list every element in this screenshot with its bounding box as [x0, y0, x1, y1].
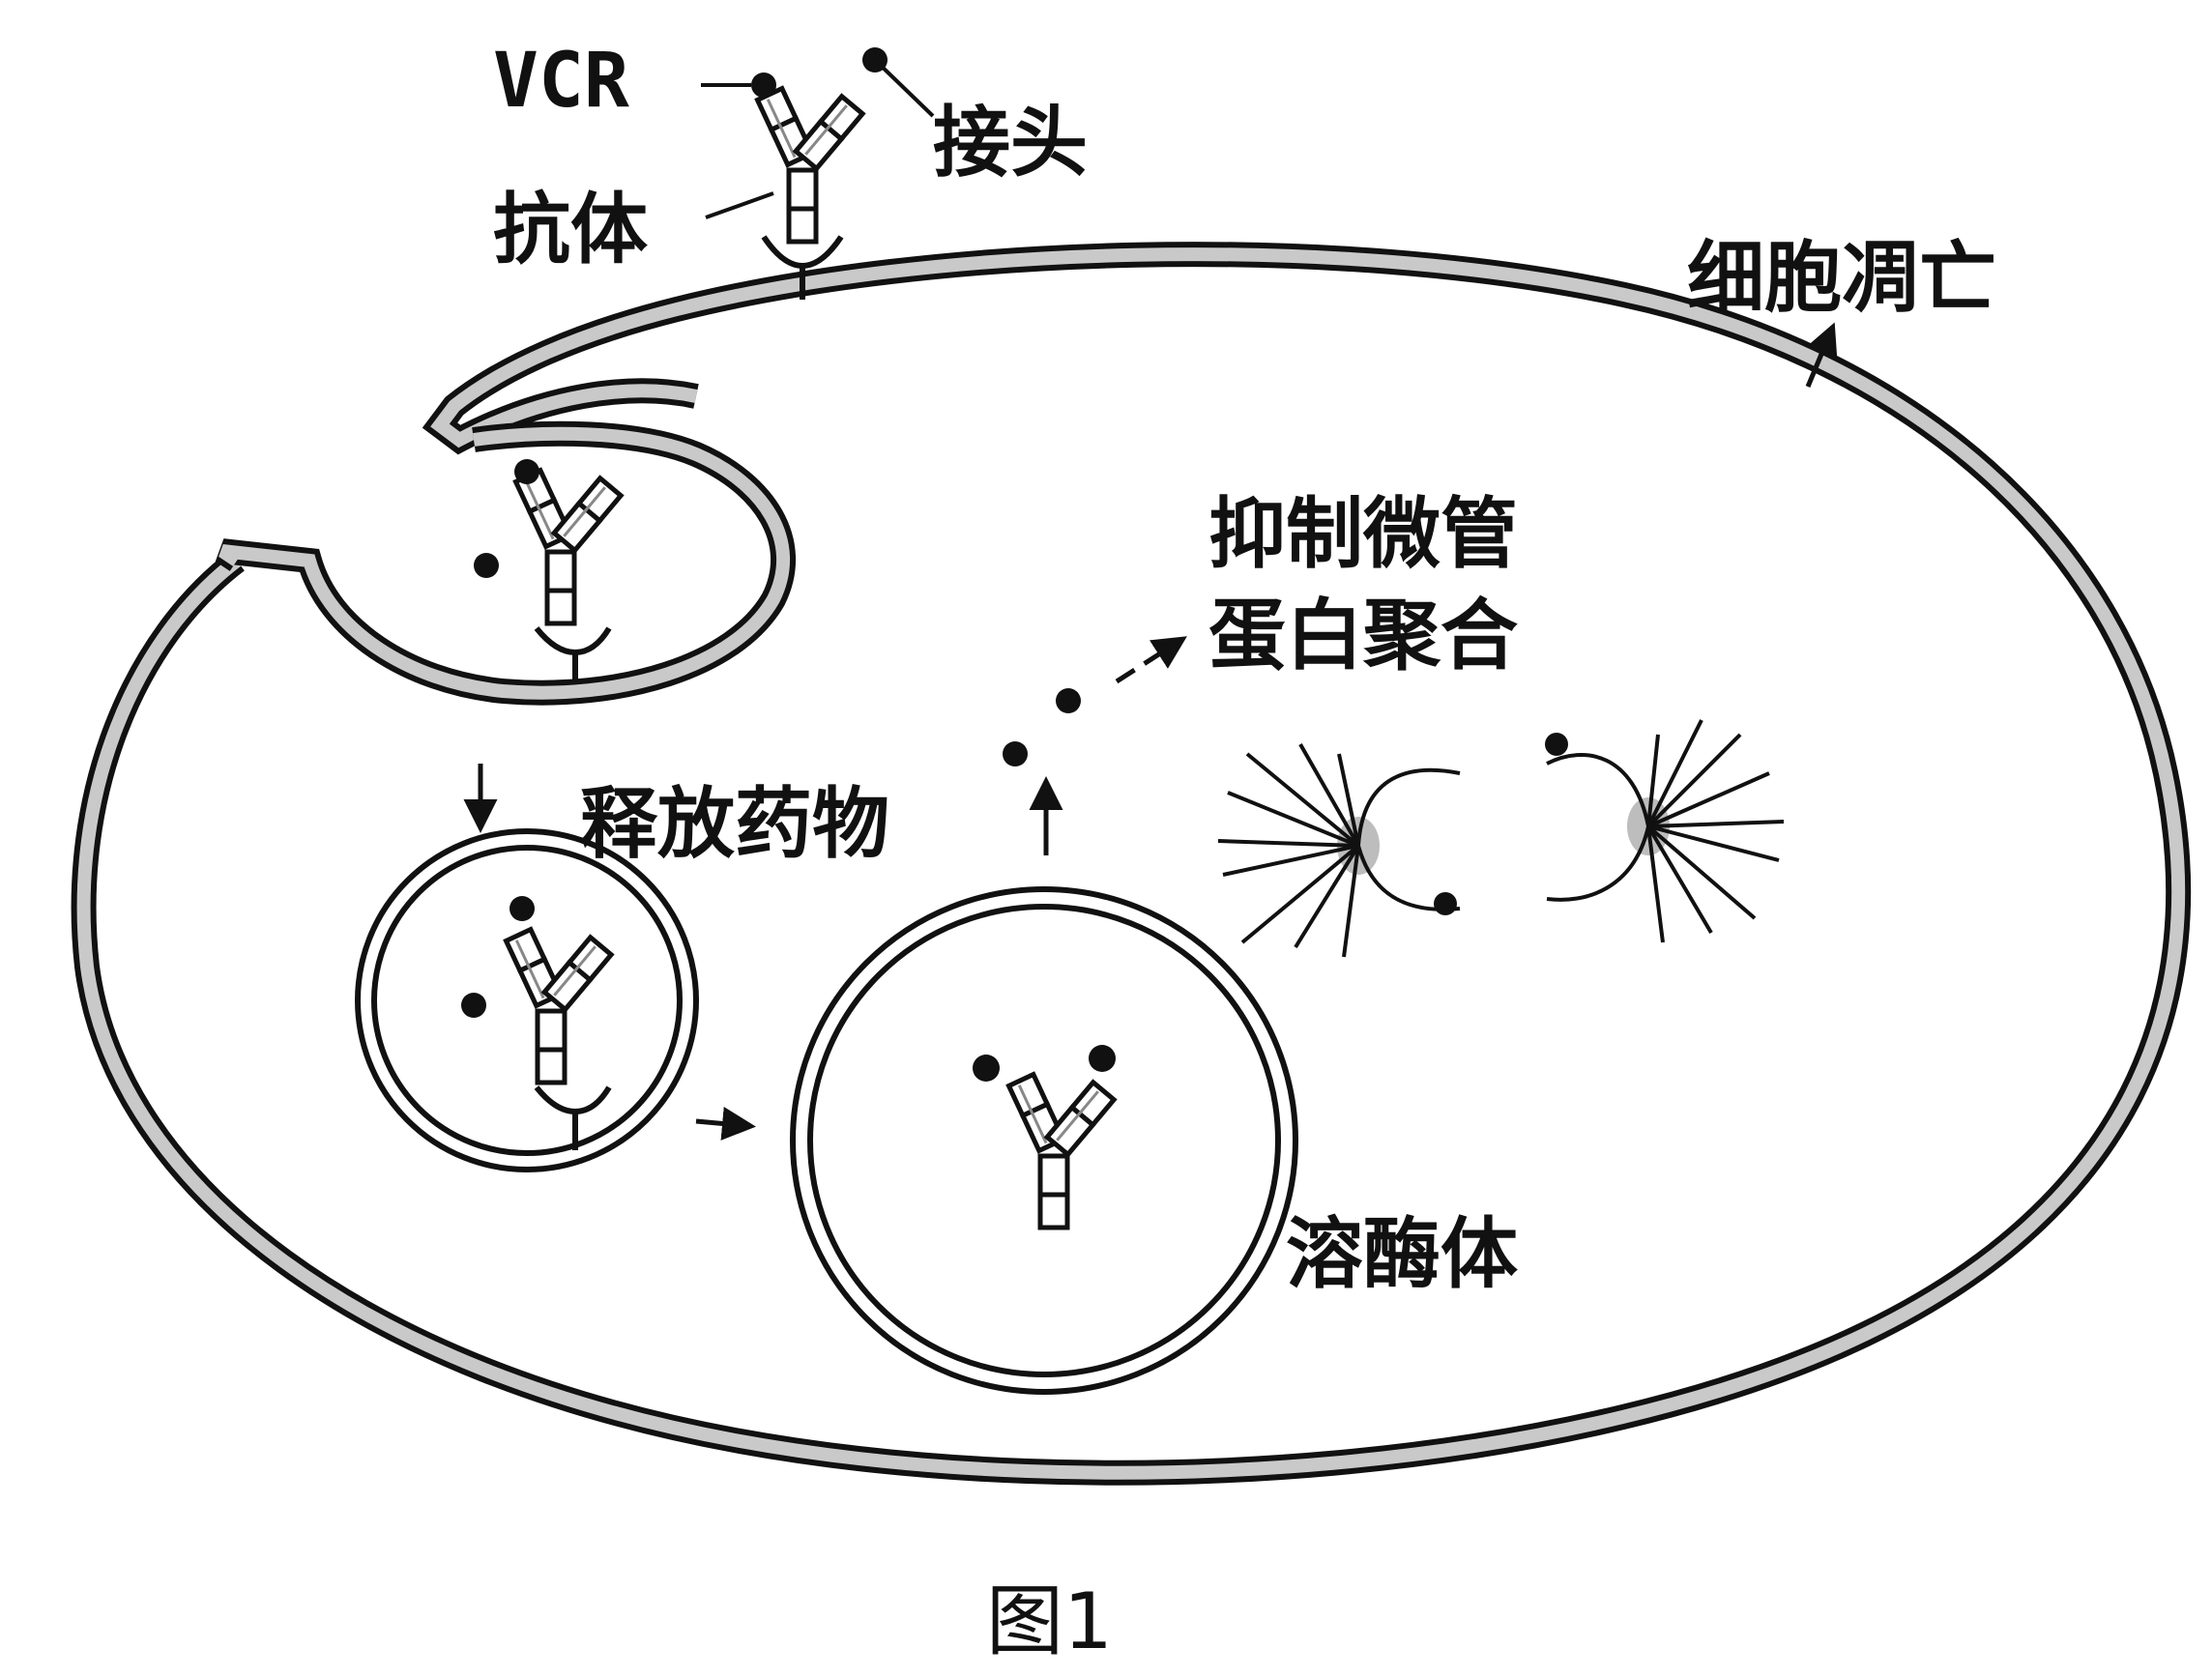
drug-dot: [1056, 688, 1081, 713]
label-inhibit-line2: 蛋白聚合: [1208, 591, 1518, 680]
drug-dot: [474, 553, 499, 578]
endosome-vesicle: [355, 828, 699, 1172]
drug-dot: [1003, 741, 1028, 766]
label-vcr: VCR: [493, 38, 629, 125]
flow-arrows: [463, 322, 1838, 1141]
label-antibody: 抗体: [493, 185, 648, 275]
drug-dot: [461, 993, 486, 1018]
endocytosis-pocket: [215, 420, 796, 706]
released-drug: [1003, 688, 1081, 766]
arrow-endosome-to-lysosome: [695, 1107, 756, 1141]
drug-dot: [509, 896, 535, 921]
cell-membrane: [71, 242, 2192, 1486]
drug-dot: [1089, 1045, 1116, 1072]
label-lysosome: 溶酶体: [1286, 1209, 1518, 1299]
lysosome: [790, 886, 1298, 1395]
arrow-inhibit: [1115, 636, 1187, 684]
label-release-drug: 释放药物: [580, 779, 889, 869]
pocket-adc: [474, 459, 621, 681]
figure-caption: 图1: [986, 1576, 1113, 1666]
surface-adc: [751, 47, 888, 300]
label-linker: 接头: [933, 98, 1088, 188]
leader-lines: [701, 58, 935, 219]
mitotic-spindle: [1217, 719, 1785, 958]
drug-dot: [751, 72, 776, 98]
arrow-apoptosis: [1805, 322, 1838, 388]
drug-dot: [973, 1055, 1000, 1082]
drug-dot: [514, 459, 539, 484]
label-apoptosis: 细胞凋亡: [1687, 233, 1996, 323]
label-inhibit-line1: 抑制微管: [1208, 489, 1518, 579]
